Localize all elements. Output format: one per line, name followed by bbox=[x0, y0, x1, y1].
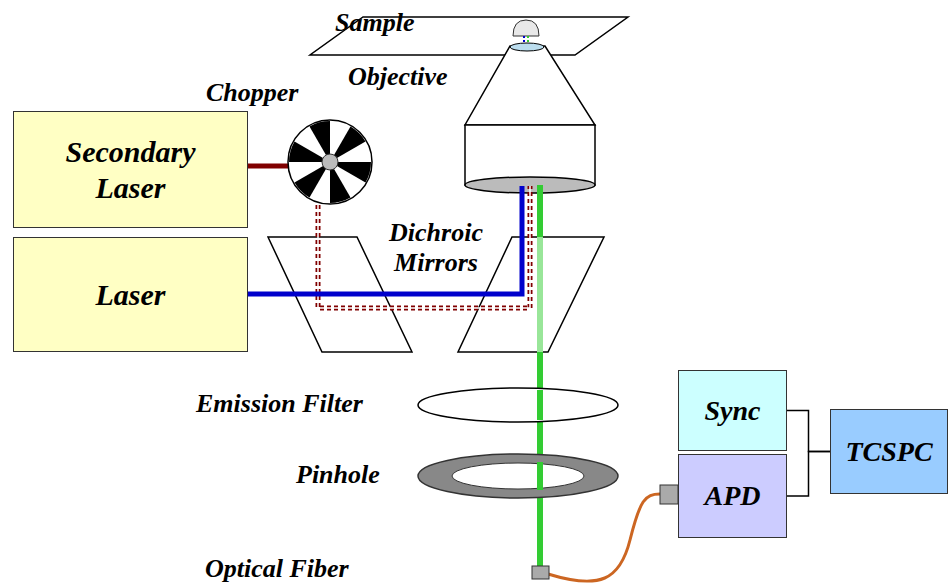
chopper-hub bbox=[322, 154, 338, 170]
pinhole bbox=[418, 454, 618, 498]
pinhole-aperture bbox=[452, 463, 584, 489]
sample-drop bbox=[513, 20, 539, 36]
part-label: Dichroic Mirrors bbox=[368, 218, 504, 278]
sync-box: Sync bbox=[678, 370, 787, 451]
laser-box: Laser bbox=[13, 237, 248, 352]
part-label: Sample bbox=[335, 8, 414, 38]
laser-box: Secondary Laser bbox=[13, 111, 248, 228]
emission-filter bbox=[418, 388, 618, 422]
part-label: Objective bbox=[348, 62, 448, 92]
part-label: Optical Fiber bbox=[205, 554, 349, 584]
emission-beam bbox=[537, 390, 543, 420]
box-label: Secondary Laser bbox=[31, 134, 231, 206]
chopped-beam bbox=[318, 186, 530, 308]
part-label: Chopper bbox=[206, 78, 298, 108]
chopper-wheel bbox=[288, 120, 372, 204]
part-label: Pinhole bbox=[296, 460, 380, 490]
box-label: APD bbox=[705, 479, 761, 513]
chopped-beam bbox=[318, 186, 530, 308]
fiber-coupler bbox=[532, 566, 549, 579]
objective-lens bbox=[510, 43, 544, 51]
excitation-beam bbox=[248, 186, 522, 294]
signal-wire bbox=[787, 452, 830, 497]
box-label: Sync bbox=[705, 394, 761, 428]
objective-body bbox=[465, 125, 595, 185]
tcspc-box: TCSPC bbox=[830, 409, 948, 494]
emission-beam bbox=[537, 462, 543, 490]
objective-cone bbox=[465, 46, 595, 125]
optical-fiber-cable bbox=[548, 494, 660, 581]
emission-beam bbox=[537, 185, 543, 237]
emission-beam bbox=[537, 237, 543, 352]
part-label: Emission Filter bbox=[196, 389, 363, 419]
box-label: Laser bbox=[96, 277, 166, 313]
box-label: TCSPC bbox=[845, 435, 932, 469]
signal-wire bbox=[787, 411, 830, 452]
apd-connector bbox=[660, 485, 678, 504]
detector-box: APD bbox=[678, 454, 787, 538]
